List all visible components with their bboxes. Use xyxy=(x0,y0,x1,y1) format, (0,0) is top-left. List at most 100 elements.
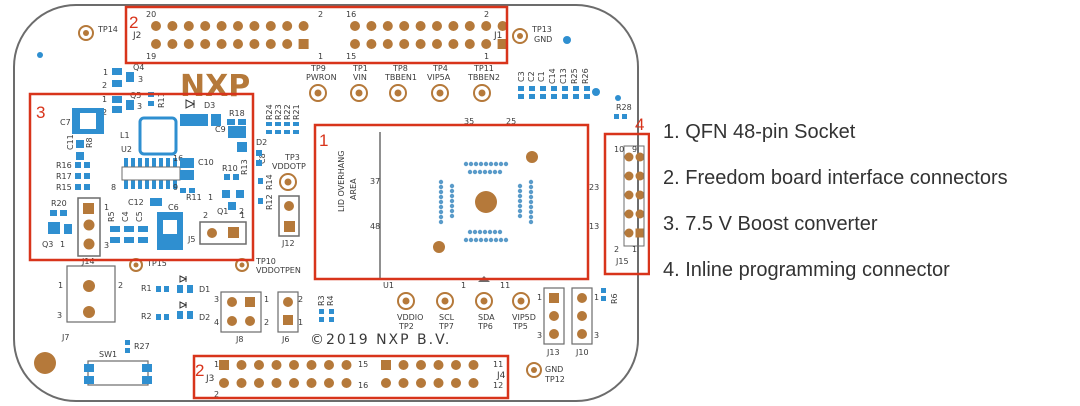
header-pin xyxy=(151,21,161,31)
svg-text:Q1: Q1 xyxy=(217,207,228,216)
socket-pin xyxy=(528,179,534,185)
socket-pin xyxy=(468,161,474,167)
header-pin xyxy=(249,21,260,31)
header-pin xyxy=(416,378,426,388)
j15-pin-label: 10 xyxy=(614,145,624,154)
ic-pin xyxy=(131,158,135,167)
header-pin xyxy=(366,21,377,31)
svg-text:TP2: TP2 xyxy=(398,322,414,331)
svg-text:R11: R11 xyxy=(157,92,166,108)
svg-text:Q3: Q3 xyxy=(42,240,53,249)
region-4-box xyxy=(603,132,650,276)
smd-pad xyxy=(573,86,579,91)
socket-pin xyxy=(517,198,523,204)
svg-text:TP7: TP7 xyxy=(438,322,454,331)
header-pin xyxy=(219,378,229,388)
svg-text:VDDIO: VDDIO xyxy=(397,313,423,322)
smd-pad xyxy=(529,94,535,99)
socket-pin xyxy=(463,161,469,167)
header-pin xyxy=(464,21,475,31)
j1-label: J1 xyxy=(493,31,502,41)
svg-text:11: 11 xyxy=(500,281,510,290)
socket-pin xyxy=(449,198,455,204)
svg-text:C4: C4 xyxy=(121,211,130,222)
svg-text:2: 2 xyxy=(239,207,244,216)
svg-text:R27: R27 xyxy=(134,342,150,351)
ic-pin xyxy=(173,158,177,167)
socket-pin xyxy=(493,237,499,243)
test-point xyxy=(512,28,528,44)
tp12-label: TP12 xyxy=(544,375,565,384)
svg-text:1: 1 xyxy=(104,203,109,212)
socket-pin xyxy=(517,203,523,209)
header-pin xyxy=(497,39,508,49)
svg-text:R1: R1 xyxy=(141,284,152,293)
header-pin xyxy=(381,378,391,388)
svg-text:2: 2 xyxy=(203,211,208,220)
header-pin-label: 1 xyxy=(484,52,489,61)
header-pin-label: 16 xyxy=(346,10,356,19)
header-pin xyxy=(416,360,426,370)
tp11-label: TP11 xyxy=(473,64,494,73)
ic-pin xyxy=(152,158,156,167)
svg-text:J6: J6 xyxy=(281,335,289,344)
socket-pin xyxy=(487,169,493,175)
header-pin xyxy=(216,39,227,49)
header-pin-label: 2 xyxy=(318,10,323,19)
svg-text:2: 2 xyxy=(298,295,303,304)
svg-text:TP5: TP5 xyxy=(512,322,528,331)
socket-pin xyxy=(497,229,503,235)
smd-pad xyxy=(573,94,579,99)
ic-pin xyxy=(173,180,177,189)
test-point xyxy=(526,362,542,378)
svg-text:C1: C1 xyxy=(537,71,546,82)
header-pin xyxy=(399,21,410,31)
svg-text:3: 3 xyxy=(594,331,599,340)
test-point-pad xyxy=(517,33,523,39)
header-pin xyxy=(448,39,459,49)
smd-pad xyxy=(562,94,568,99)
header-pin-label: 19 xyxy=(146,52,156,61)
header-pin xyxy=(289,378,299,388)
socket-pin xyxy=(478,161,484,167)
socket-pin xyxy=(473,237,479,243)
svg-text:3: 3 xyxy=(104,241,109,250)
svg-text:D1: D1 xyxy=(199,285,210,294)
svg-text:1: 1 xyxy=(298,318,303,327)
svg-text:R14: R14 xyxy=(265,174,274,190)
header-pin xyxy=(481,39,492,49)
header-pin xyxy=(415,21,426,31)
socket-pin xyxy=(528,209,534,215)
header-pin xyxy=(271,378,282,388)
svg-text:R26: R26 xyxy=(581,68,590,84)
j15-pin-label: 2 xyxy=(614,245,619,254)
header-pin xyxy=(468,378,479,388)
socket-pin xyxy=(528,204,534,210)
svg-text:D2: D2 xyxy=(199,313,210,322)
ic-pin xyxy=(124,180,128,189)
socket-pin xyxy=(517,193,523,199)
svg-text:13: 13 xyxy=(589,222,599,231)
header-pin xyxy=(151,39,161,49)
smd-pad xyxy=(551,94,557,99)
socket-pin xyxy=(438,219,444,225)
svg-text:R10: R10 xyxy=(222,164,238,173)
tp14-label: TP14 xyxy=(97,25,118,34)
svg-text:R16: R16 xyxy=(56,161,72,170)
header-pin xyxy=(451,378,461,388)
header-pin-label: 20 xyxy=(146,10,156,19)
svg-text:2: 2 xyxy=(102,108,107,117)
header-pin xyxy=(624,152,634,162)
header-pin xyxy=(324,378,334,388)
test-point xyxy=(78,25,94,41)
tp11-net: TBBEN2 xyxy=(467,73,500,82)
header-pin xyxy=(350,21,360,31)
socket-pin xyxy=(438,189,444,195)
svg-text:3: 3 xyxy=(138,75,143,84)
header-pin xyxy=(451,360,461,370)
socket-pin xyxy=(449,213,455,219)
header-pin xyxy=(350,39,360,49)
svg-text:SCL: SCL xyxy=(439,313,455,322)
svg-text:R18: R18 xyxy=(229,109,245,118)
socket-pin xyxy=(472,169,478,175)
